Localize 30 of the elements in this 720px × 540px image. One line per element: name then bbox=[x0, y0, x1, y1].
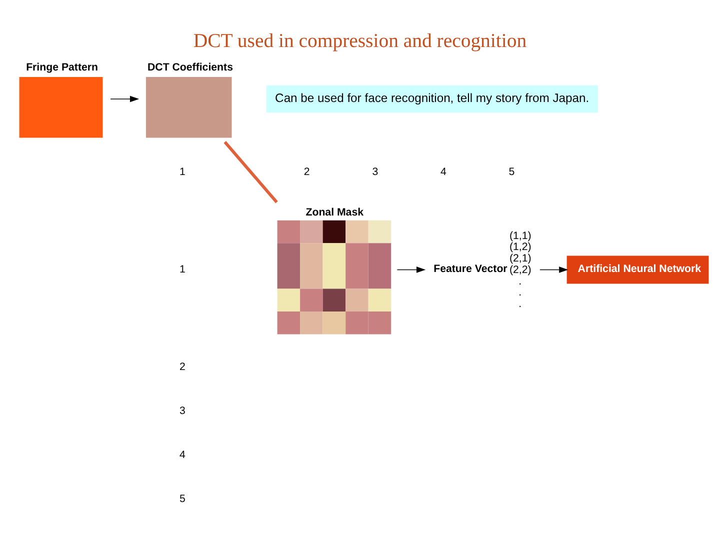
arrow bbox=[396, 266, 426, 272]
label: 2 bbox=[304, 166, 310, 178]
label: 5 bbox=[508, 166, 515, 178]
label: 4 bbox=[179, 448, 186, 461]
node-label: Zonal Mask bbox=[306, 206, 364, 218]
node-box bbox=[146, 76, 232, 138]
node-label: . bbox=[518, 286, 522, 298]
label: 1 bbox=[179, 263, 186, 276]
node-label: . bbox=[518, 298, 522, 310]
node-label: (1,1) bbox=[510, 229, 532, 242]
node-box: Artificial Neural Network bbox=[566, 255, 709, 284]
node-label: . bbox=[518, 274, 522, 287]
label: Can be used for face recognition, tell my story from Japan. bbox=[275, 90, 590, 104]
node-label: (1,2) bbox=[510, 240, 532, 253]
arrow bbox=[110, 95, 140, 102]
label: 5 bbox=[179, 492, 186, 505]
node-label: (2,1) bbox=[510, 252, 532, 264]
node-label: Fringe Pattern bbox=[26, 60, 98, 73]
node-label: (2,2) bbox=[510, 263, 532, 276]
node-label: DCT Coefficients bbox=[148, 60, 233, 73]
node-text: Feature Vector bbox=[434, 262, 508, 275]
arrow bbox=[540, 266, 568, 272]
label: 2 bbox=[179, 360, 186, 373]
diagram-title: DCT used in compression and recognition bbox=[193, 29, 527, 52]
node-box bbox=[19, 76, 103, 138]
label: 1 bbox=[179, 166, 186, 178]
label: 4 bbox=[440, 166, 446, 178]
label: 3 bbox=[372, 166, 378, 178]
label: 3 bbox=[179, 404, 186, 417]
connector bbox=[224, 140, 278, 203]
